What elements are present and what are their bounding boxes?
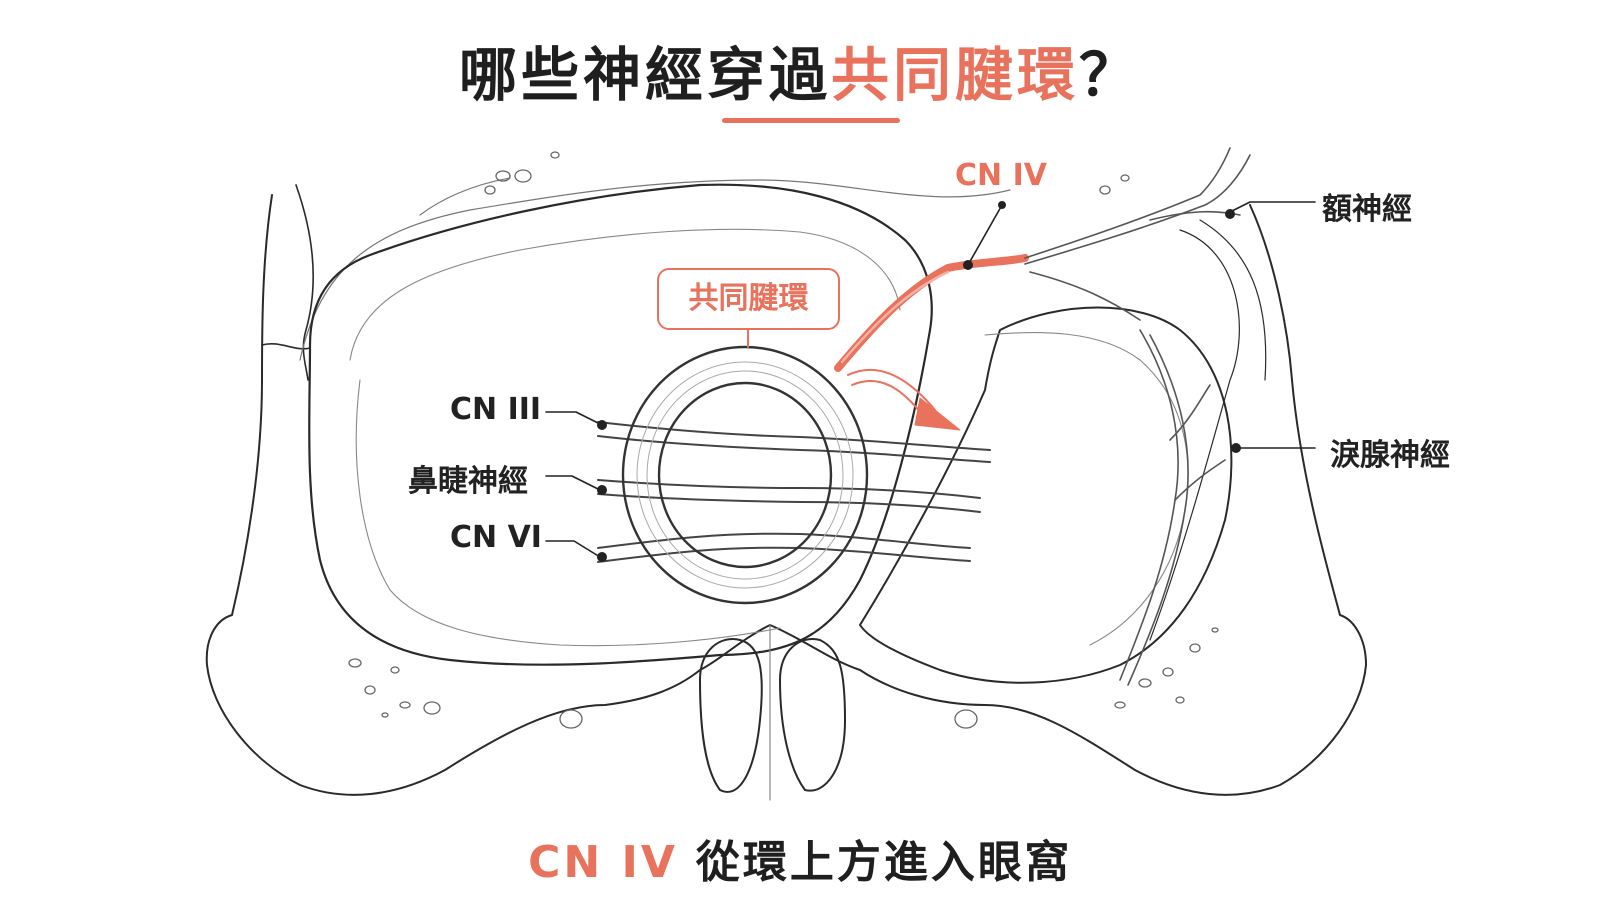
right-orbit [859, 306, 1233, 684]
right-wall-lines [1149, 219, 1267, 641]
caption-text: 從環上方進入眼窩 [695, 837, 1072, 888]
cn3-label: CN III [450, 392, 542, 427]
nasal-cavity [699, 638, 846, 793]
nasociliary-label: 鼻睫神經 [408, 464, 528, 499]
cn6-label: CN VI [450, 520, 542, 555]
ring-label: 共同腱環 [657, 268, 840, 330]
left-orbit [308, 183, 933, 666]
right-orbit-inner [984, 331, 1189, 646]
lacrimal-nerve-label: 淚腺神經 [1330, 438, 1450, 473]
cn4-nerve-highlight [840, 270, 950, 364]
page-title: 哪些神經穿過共同腱環？ [0, 28, 1600, 112]
bone-pores [348, 151, 1219, 729]
cn4-label: CN IV [955, 158, 1047, 193]
title-highlight: 共同腱環 [830, 41, 1079, 109]
forehead-contour [299, 177, 1011, 361]
entry-arrowhead [914, 397, 961, 431]
frontal-nerve [1024, 147, 1251, 321]
leader-dots [597, 201, 1241, 562]
lacrimal-nerve [1119, 329, 1226, 686]
left-pillar [261, 184, 314, 381]
title-end: ？ [1079, 41, 1142, 109]
frontal-nerve-label: 額神經 [1322, 192, 1412, 227]
caption: CN IV 從環上方進入眼窩 [0, 826, 1600, 890]
left-orbit-inner [349, 228, 901, 647]
caption-highlight: CN IV [528, 837, 678, 888]
title-underline [722, 118, 900, 123]
title-main: 哪些神經穿過 [458, 41, 831, 109]
common-tendinous-ring [621, 345, 869, 605]
